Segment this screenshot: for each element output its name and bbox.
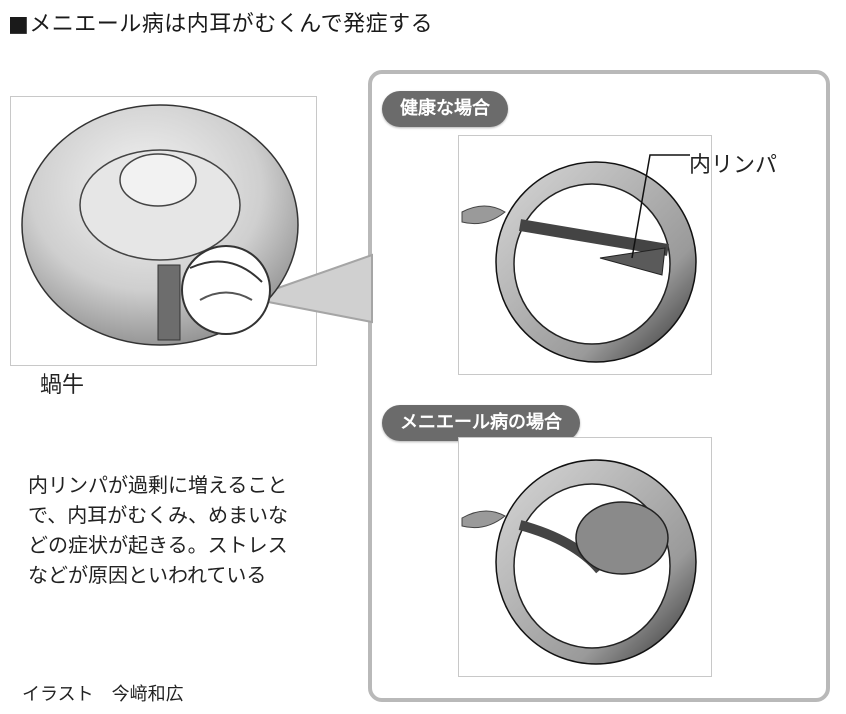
cochlea-icon	[21, 104, 299, 346]
endolymph-leader-line	[631, 154, 690, 259]
description-text: 内リンパが過剰に増えること で、内耳がむくみ、めまいな どの症状が起きる。ストレ…	[28, 470, 348, 590]
healthy-cross-section-icon	[461, 154, 697, 363]
description-line: などが原因といわれている	[28, 563, 267, 587]
healthy-case-badge: 健康な場合	[382, 91, 508, 127]
meniere-case-badge: メニエール病の場合	[382, 405, 580, 441]
description-line: どの症状が起きる。ストレス	[28, 533, 288, 557]
cochlea-label: 蝸牛	[40, 373, 85, 398]
illustration-credit: イラスト 今﨑和広	[22, 684, 184, 705]
figure-title: ■メニエール病は内耳がむくんで発症する	[8, 12, 434, 37]
meniere-cross-section-icon	[461, 459, 697, 665]
description-line: 内リンパが過剰に増えること	[28, 473, 288, 497]
description-line: で、内耳がむくみ、めまいな	[28, 503, 288, 527]
endolymph-label: 内リンパ	[689, 153, 778, 178]
